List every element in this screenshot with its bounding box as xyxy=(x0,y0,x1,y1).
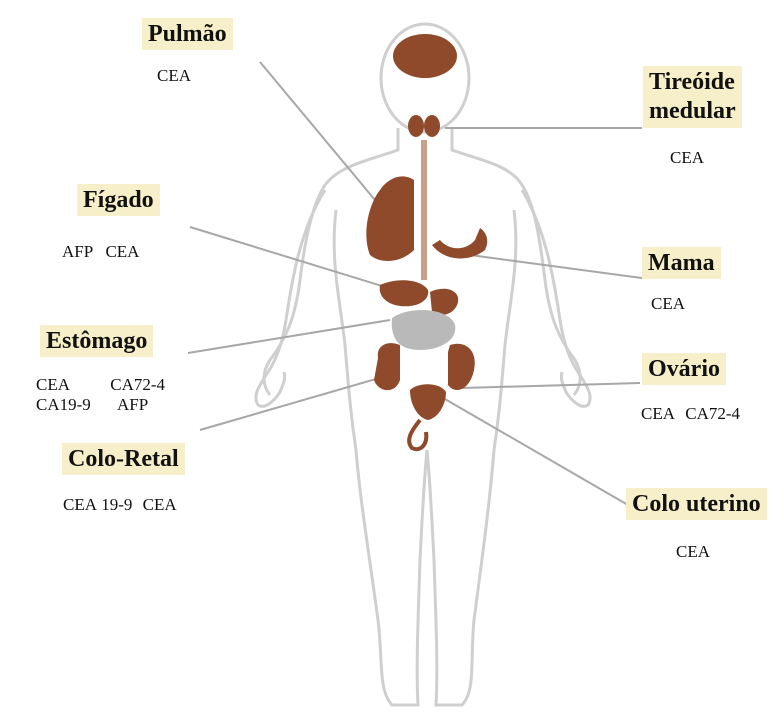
marker: CA72-4 xyxy=(685,404,740,424)
marker: CEA xyxy=(143,495,177,515)
mama-markers: CEA xyxy=(651,294,685,314)
brain-shape xyxy=(393,34,457,78)
colo-retal-label: Colo-Retal xyxy=(62,443,185,475)
marker: CEA xyxy=(670,148,704,168)
marker: CEA xyxy=(157,66,191,86)
marker: CEA xyxy=(63,495,97,515)
tireoide-label-line2: medular xyxy=(649,97,736,126)
marker: CA72-4 xyxy=(110,375,165,395)
pulmao-markers: CEA xyxy=(157,66,191,86)
marker: AFP xyxy=(117,395,148,415)
spine-shape xyxy=(421,140,427,280)
marker: CEA xyxy=(676,542,710,562)
marker: CEA xyxy=(651,294,685,314)
colo-retal-markers: CEA 19-9 CEA xyxy=(63,495,177,515)
marker: AFP xyxy=(62,242,93,262)
marker: CEA xyxy=(36,375,70,395)
ovario-label: Ovário xyxy=(642,353,726,385)
figado-label: Fígado xyxy=(77,184,160,216)
stomach-shape xyxy=(430,289,458,315)
estomago-label: Estômago xyxy=(40,325,153,357)
marker: CA19-9 xyxy=(36,395,91,415)
tireoide-markers: CEA xyxy=(670,148,704,168)
colon-shape xyxy=(374,343,400,390)
colo-uterino-markers: CEA xyxy=(676,542,710,562)
marker: CEA xyxy=(641,404,675,424)
thyroid-shape xyxy=(408,115,424,137)
tireoide-label-line1: Tireóide xyxy=(649,68,736,97)
lung-shape xyxy=(366,176,414,261)
marker: CEA xyxy=(105,242,139,262)
intestine-shape xyxy=(392,310,456,350)
liver-shape xyxy=(380,280,429,306)
figado-markers: AFP CEA xyxy=(62,242,139,262)
pulmao-label: Pulmão xyxy=(142,18,233,50)
estomago-markers: CEA CA72-4 CA19-9 AFP xyxy=(36,375,165,415)
marker: 19-9 xyxy=(101,495,132,515)
uterus-shape xyxy=(410,384,446,420)
breast-shape xyxy=(432,228,487,258)
colo-uterino-label: Colo uterino xyxy=(626,488,767,520)
ovario-markers: CEA CA72-4 xyxy=(641,404,740,424)
mama-label: Mama xyxy=(642,247,721,279)
tireoide-label: Tireóide medular xyxy=(643,66,742,128)
